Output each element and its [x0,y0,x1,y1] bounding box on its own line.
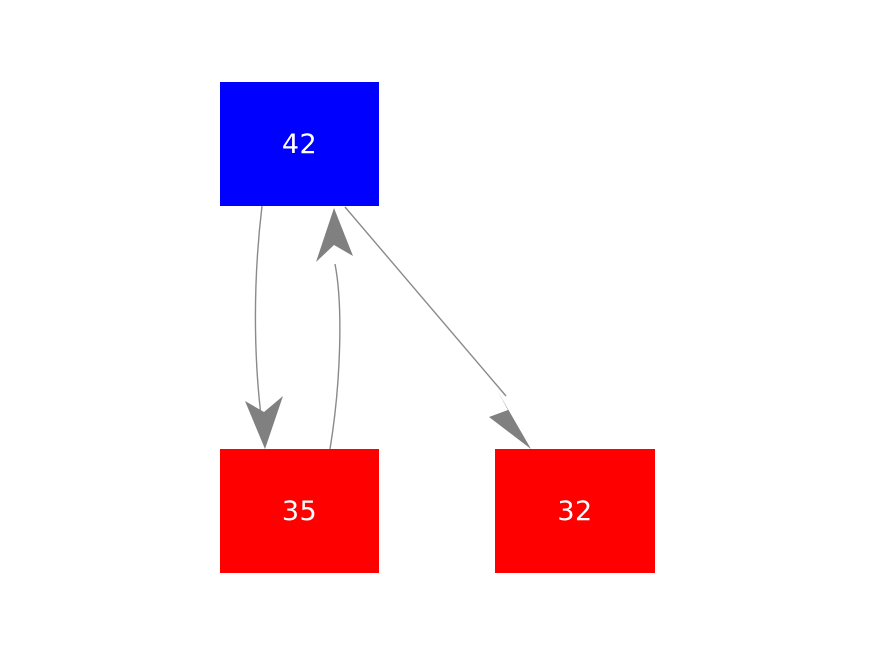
edge-35-to-42-arrowhead [316,208,353,262]
edge-35-to-42 [316,208,353,450]
node-42[interactable]: 42 [220,82,379,206]
node-35[interactable]: 35 [220,449,379,573]
edge-42-to-35 [245,205,283,449]
edge-42-to-32 [344,206,531,449]
edge-42-to-35-arrowhead [245,396,283,449]
edge-35-to-42-line [329,263,341,450]
node-32-label: 32 [557,495,593,527]
edge-42-to-32-arrowhead [489,390,531,449]
node-32[interactable]: 32 [495,449,655,573]
edge-42-to-35-line [254,205,265,439]
node-42-label: 42 [281,128,318,160]
edge-42-to-32-line [344,206,507,397]
node-35-label: 35 [281,495,318,527]
